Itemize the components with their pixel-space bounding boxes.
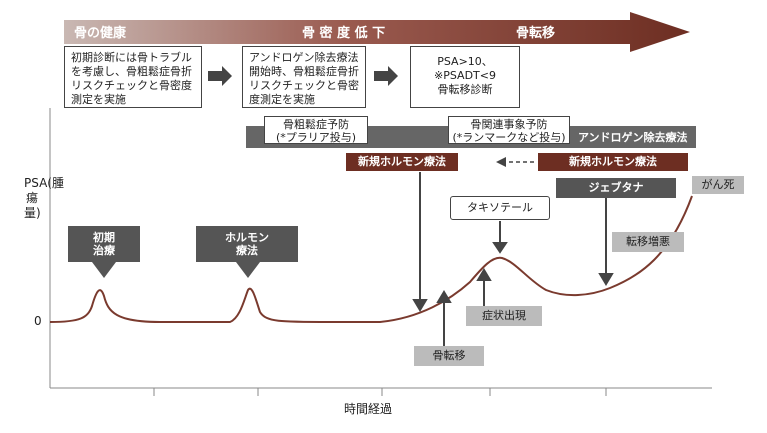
stage-label-bone-health: 骨の健康: [74, 26, 127, 41]
y-axis-label: PSA(腫瘍量): [24, 176, 64, 220]
callout-hormone-therapy-shape: [196, 226, 298, 278]
callout-initial-treatment-shape: [68, 226, 140, 278]
xofigo-bar: ジェブタナ: [556, 178, 676, 198]
osteoporosis-prevention-box: 骨粗鬆症予防 (*プラリア投与): [264, 116, 368, 144]
step-arrow-2-icon: [374, 66, 398, 86]
info-box-adt-start: アンドロゲン除去療法開始時、骨粗鬆症骨折リスクチェックと骨密度測定を実施: [242, 46, 366, 108]
docetaxel-box: タキソテール: [450, 196, 550, 220]
stage-label-metastasis: 骨転移: [516, 26, 556, 41]
vertical-event-arrows: [412, 172, 614, 348]
adt-bar-label: アンドロゲン除去療法: [578, 131, 688, 144]
new-hormone-therapy-bar-2: 新規ホルモン療法: [538, 153, 688, 171]
callout-hormone-therapy: ホルモン 療法: [225, 231, 269, 257]
info-box-initial-diagnosis: 初期診断には骨トラブルを考慮し、骨粗鬆症骨折リスクチェックと骨密度測定を実施: [64, 46, 202, 108]
info-box-psa-diagnosis: PSA>10、 ※PSADT<9 骨転移診断: [410, 46, 520, 108]
x-axis-label: 時間経過: [344, 402, 393, 416]
new-hormone-therapy-bar-1: 新規ホルモン療法: [346, 153, 458, 171]
callout-initial-treatment: 初期 治療: [93, 231, 115, 257]
y-axis-zero-label: 0: [34, 314, 42, 328]
x-axis-ticks: [153, 388, 607, 396]
psa-curve: [49, 195, 693, 323]
step-arrow-1-icon: [208, 66, 232, 86]
cancer-death-tag: がん死: [692, 176, 744, 194]
bone-metastasis-tag: 骨転移: [414, 346, 484, 366]
dashed-arrow-head-icon: [496, 157, 506, 167]
symptoms-tag: 症状出現: [466, 306, 542, 326]
skeletal-event-prevention-box: 骨関連事象予防 (*ランマークなど投与): [448, 116, 570, 144]
stage-label-density-loss: 骨 密 度 低 下: [302, 26, 386, 41]
metastasis-worsening-tag: 転移増悪: [612, 232, 684, 252]
